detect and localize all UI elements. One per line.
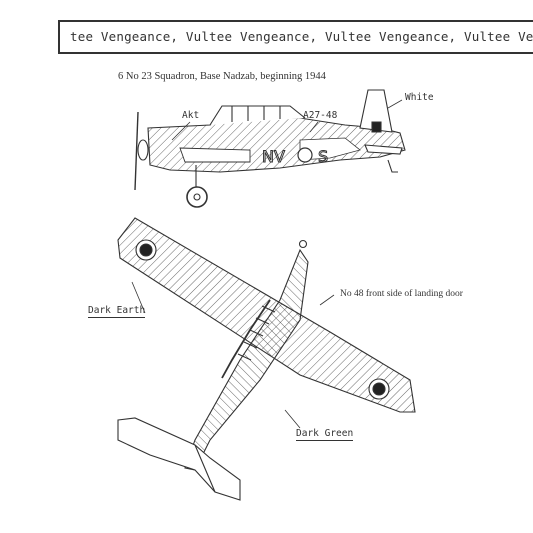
header-banner: tee Vengeance, Vultee Vengeance, Vultee …	[58, 20, 533, 54]
plan-view-aircraft	[117, 217, 416, 501]
label-dark-green: Dark Green	[296, 428, 354, 441]
header-banner-text: tee Vengeance, Vultee Vengeance, Vultee …	[70, 29, 533, 44]
figure-caption: 6 No 23 Squadron, Base Nadzab, beginning…	[118, 71, 326, 82]
side-fuselage-letter: S	[318, 147, 328, 166]
label-akt: Akt	[182, 110, 200, 121]
side-fuselage-code: NV	[262, 147, 285, 166]
label-serial: A27-48	[303, 110, 338, 121]
label-dark-earth: Dark Earth	[88, 305, 146, 318]
label-landing-door: No 48 front side of landing door	[340, 289, 463, 299]
side-roundel-icon	[297, 147, 313, 163]
label-white: White	[405, 92, 434, 103]
side-view-aircraft	[134, 89, 406, 208]
